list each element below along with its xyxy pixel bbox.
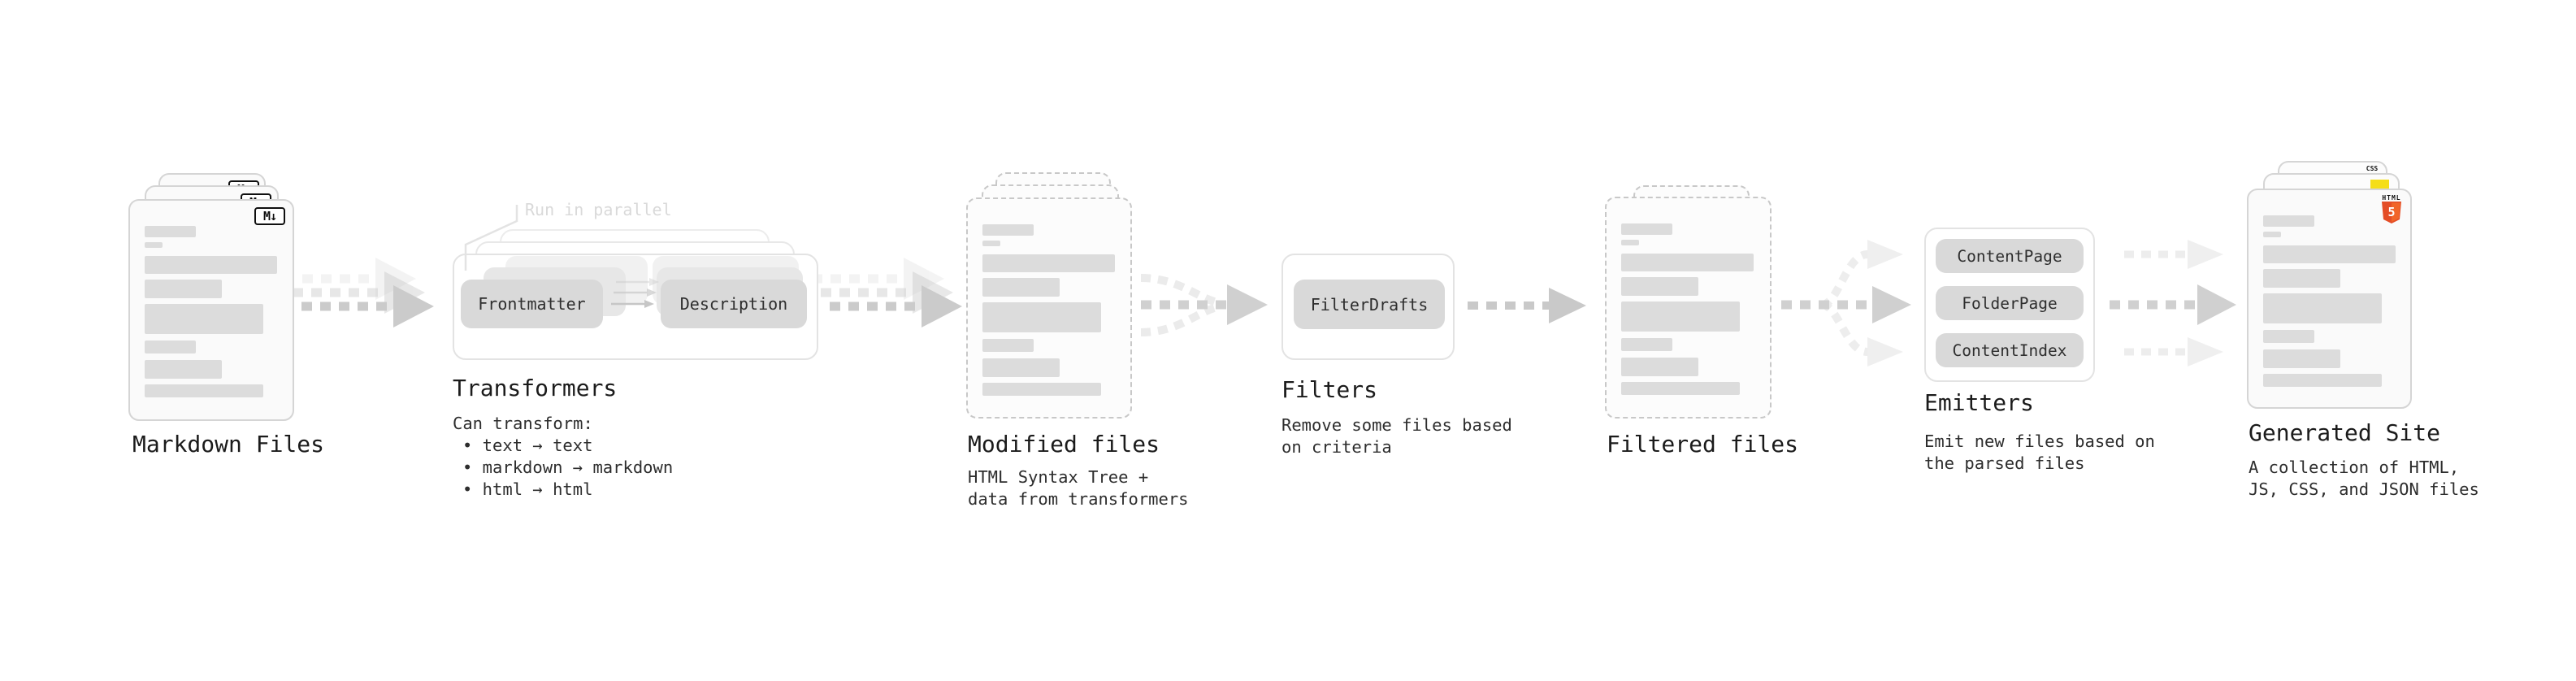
doc-line-placeholder (1621, 358, 1698, 376)
caption-bullet: • text → text (462, 436, 593, 455)
caption-line: on criteria (1281, 437, 1392, 457)
stage-title-emitters: Emitters (1924, 389, 2034, 416)
arrow-emitters-to-generated (2110, 240, 2236, 367)
caption-line: Emit new files based on (1924, 432, 2155, 451)
doc-line-placeholder (2263, 374, 2382, 387)
arrow-filtered-to-emitters-split (1781, 240, 1911, 367)
arrow-filters-to-filtered (1468, 288, 1586, 323)
doc-line-placeholder (2263, 245, 2396, 263)
caption-line: Can transform: (453, 414, 593, 433)
stage-title-markdown-files: Markdown Files (132, 431, 325, 458)
doc-line-placeholder (982, 339, 1034, 352)
caption-line: A collection of HTML, (2249, 458, 2460, 477)
doc-line-placeholder (145, 242, 163, 248)
doc-line-placeholder (982, 302, 1101, 332)
emitters-caption: Emit new files based on the parsed files (1924, 431, 2155, 475)
arrow-transformers-to-modified (812, 258, 962, 327)
doc-line-placeholder (1621, 254, 1754, 271)
doc-line-placeholder (1621, 277, 1698, 296)
arrow-modified-to-filters-merge (1140, 274, 1268, 336)
arrow-markdown-to-transformers (284, 258, 434, 327)
modified-file-card-front (966, 197, 1132, 419)
javascript-icon (2370, 180, 2389, 189)
transformer-node-frontmatter: Frontmatter (461, 280, 603, 328)
doc-line-placeholder (982, 241, 1000, 246)
caption-line: HTML Syntax Tree + (968, 467, 1149, 487)
stage-title-filtered-files: Filtered files (1607, 431, 1799, 458)
caption-bullet: • markdown → markdown (462, 458, 674, 477)
doc-line-placeholder (2263, 330, 2314, 343)
doc-line-placeholder (2263, 232, 2281, 237)
stage-title-generated-site: Generated Site (2249, 419, 2441, 446)
doc-line-placeholder (2263, 215, 2314, 227)
filtered-file-card-front (1605, 197, 1772, 419)
caption-line: Remove some files based (1281, 415, 1512, 435)
doc-line-placeholder (145, 280, 222, 298)
doc-line-placeholder (145, 226, 196, 237)
caption-line: data from transformers (968, 489, 1189, 509)
doc-line-placeholder (145, 360, 222, 379)
stage-title-modified-files: Modified files (968, 431, 1160, 458)
doc-line-placeholder (982, 358, 1060, 377)
markdown-icon: M↓ (254, 207, 285, 225)
caption-bullet: • html → html (462, 479, 593, 499)
html5-badge-label: HTML (2382, 194, 2401, 202)
doc-line-placeholder (1621, 338, 1672, 351)
doc-line-placeholder (1621, 240, 1639, 245)
doc-line-placeholder (2263, 349, 2340, 368)
doc-line-placeholder (1621, 223, 1672, 235)
html5-icon: HTML 5 (2381, 194, 2402, 227)
emitter-node-contentpage: ContentPage (1936, 239, 2084, 273)
site-file-card-html: HTML 5 (2247, 189, 2412, 409)
doc-line-placeholder (2263, 293, 2382, 323)
doc-line-placeholder (1621, 301, 1740, 332)
parallel-note: Run in parallel (525, 200, 672, 219)
doc-line-placeholder (982, 254, 1115, 272)
filter-node-filterdrafts: FilterDrafts (1294, 280, 1445, 329)
doc-line-placeholder (2263, 269, 2340, 288)
transformer-internal-arrows (611, 278, 659, 308)
doc-line-placeholder (145, 340, 196, 354)
emitter-node-contentindex: ContentIndex (1936, 333, 2084, 367)
doc-line-placeholder (982, 278, 1060, 297)
markdown-file-card-front: M↓ (128, 199, 294, 421)
doc-line-placeholder (982, 383, 1101, 396)
doc-line-placeholder (145, 384, 263, 397)
svg-text:5: 5 (2387, 205, 2395, 219)
generated-site-caption: A collection of HTML, JS, CSS, and JSON … (2249, 457, 2479, 501)
transformer-node-description: Description (661, 280, 807, 328)
modified-files-caption: HTML Syntax Tree + data from transformer… (968, 466, 1189, 510)
transformers-caption: Can transform: • text → text • markdown … (453, 413, 673, 501)
doc-line-placeholder (145, 304, 263, 334)
stage-title-filters: Filters (1281, 376, 1378, 403)
caption-line: the parsed files (1924, 453, 2085, 473)
parallel-note-leader-line (464, 205, 518, 271)
html5-shield: 5 (2382, 202, 2401, 223)
doc-line-placeholder (982, 224, 1034, 236)
stage-title-transformers: Transformers (453, 375, 618, 401)
doc-line-placeholder (1621, 382, 1740, 395)
filters-caption: Remove some files based on criteria (1281, 414, 1512, 458)
caption-line: JS, CSS, and JSON files (2249, 479, 2479, 499)
emitter-node-folderpage: FolderPage (1936, 286, 2084, 320)
css-badge-label: CSS (2366, 165, 2379, 172)
doc-line-placeholder (145, 256, 277, 274)
